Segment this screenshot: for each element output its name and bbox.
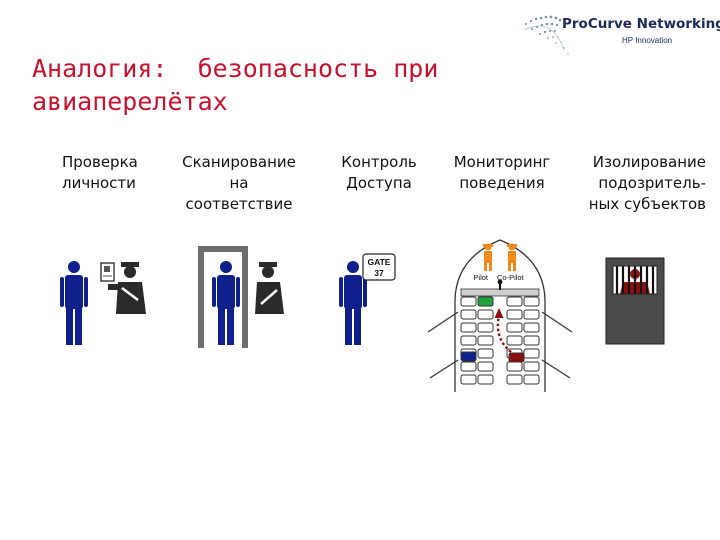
heading-line: подозритель- <box>598 174 706 192</box>
passenger-seat-icon <box>460 351 477 362</box>
heading-line: на <box>229 174 249 192</box>
suspect-path-arrow-icon <box>496 315 512 353</box>
monitored-seat-icon <box>477 296 494 307</box>
logo-brand: ProCurve Networking <box>562 16 720 32</box>
airplane-cabin-seating-icon <box>427 239 573 392</box>
copilot-figure-icon <box>507 243 517 271</box>
heading-line: Доступа <box>346 174 412 192</box>
metal-detector-frame-icon <box>198 246 248 348</box>
pilot-label: Pilot <box>473 273 489 282</box>
logo-swoosh-icon <box>523 15 569 55</box>
suspect-seat-icon <box>508 352 525 363</box>
passenger-figure-icon <box>60 261 88 345</box>
heading-isolation: Изолирование подозритель- ных субъектов <box>560 152 706 215</box>
heading-line: Мониторинг <box>453 153 551 171</box>
heading-line: Контроль <box>341 153 417 171</box>
pilot-figure-icon <box>483 243 493 271</box>
gate-sign-label: GATE <box>368 257 391 267</box>
slide-title-line-2: авиаперелётах <box>32 87 228 116</box>
copilot-label: Co-Pilot <box>497 273 525 282</box>
id-card-icon <box>100 262 115 282</box>
procurve-logo: ProCurve Networking HP Innovation <box>522 10 720 70</box>
logo-tagline: HP Innovation <box>622 36 673 45</box>
scanned-passenger-icon <box>212 261 240 345</box>
heading-line: поведения <box>459 174 545 192</box>
gate-sign-icon: GATE 37 <box>362 253 396 281</box>
heading-behavior-monitoring: Мониторинг поведения <box>444 152 560 194</box>
heading-line: личности <box>62 174 136 192</box>
gate-sign-number: 37 <box>374 268 384 278</box>
slide-title-line-1: Аналогия: безопасность при <box>32 54 439 83</box>
heading-line: Проверка <box>62 153 138 171</box>
scanner-officer-icon <box>255 262 284 314</box>
heading-line: ных субъектов <box>588 195 706 213</box>
heading-access-control: Контроль Доступа <box>326 152 432 194</box>
prison-cell-icon <box>605 257 665 345</box>
heading-line: соответствие <box>185 195 293 213</box>
slide-title: Аналогия: безопасность при авиаперелётах <box>32 52 438 118</box>
security-officer-icon <box>108 262 146 314</box>
heading-identity-check: Проверка личности <box>62 152 138 194</box>
heading-line: Изолирование <box>592 153 706 171</box>
heading-line: Сканирование <box>182 153 296 171</box>
heading-scanning: Сканирование на соответствие <box>170 152 308 215</box>
